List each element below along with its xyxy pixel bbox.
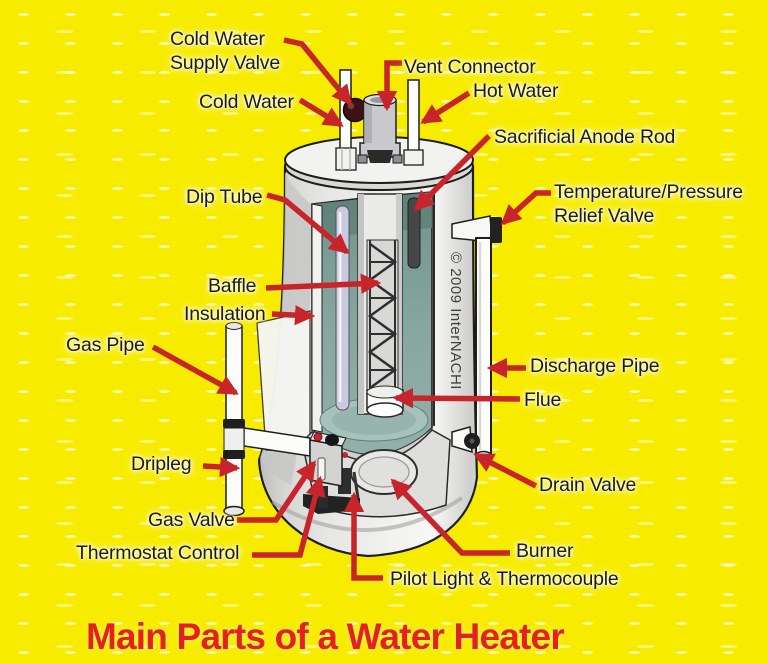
arrow-dripleg — [202, 456, 241, 478]
label-cold-water: Cold Water — [199, 91, 294, 113]
label-hot-water: Hot Water — [473, 80, 559, 102]
arrow-gas-pipe — [151, 344, 239, 396]
label-gas-valve: Gas Valve — [148, 509, 235, 531]
label-dip-tube: Dip Tube — [186, 186, 263, 208]
arrow-vent-connector — [376, 60, 402, 112]
label-burner: Burner — [516, 540, 574, 562]
label-sacrificial-anode-rod: Sacrificial Anode Rod — [494, 126, 676, 148]
arrow-pilot-light-thermocouple — [343, 491, 383, 581]
diagram-title: Main Parts of a Water Heater — [86, 616, 565, 657]
label-insulation: Insulation — [184, 303, 266, 325]
relief-valve-graphic — [451, 215, 502, 243]
gas-valve-red-button — [313, 432, 323, 442]
arrow-cold-water — [298, 97, 344, 128]
label-cold-water-supply-valve: Cold Water Supply Valve — [170, 28, 280, 74]
arrow-dip-tube — [266, 192, 350, 255]
pilot-light-dot — [342, 452, 348, 458]
arrow-drain-valve — [473, 452, 538, 489]
arrow-insulation — [271, 304, 316, 326]
label-drain-valve: Drain Valve — [539, 474, 637, 496]
arrow-flue — [392, 387, 521, 409]
gas-pipe-graphic — [223, 322, 311, 517]
arrow-gas-valve — [237, 460, 317, 523]
arrow-baffle — [265, 273, 382, 294]
gas-valve-knob — [325, 434, 339, 446]
label-gas-pipe: Gas Pipe — [66, 334, 145, 356]
hot-water-pipe — [403, 79, 424, 166]
tank-lid — [284, 136, 474, 191]
label-temperature-pressure-relief-valve: Temperature/Pressure Relief Valve — [554, 181, 743, 227]
drain-valve-graphic — [451, 426, 480, 454]
label-baffle: Baffle — [208, 275, 257, 297]
label-thermostat-control: Thermostat Control — [76, 542, 240, 564]
arrow-burner — [390, 478, 510, 556]
arrow-cold-water-supply-valve — [283, 37, 353, 106]
arrow-sacrificial-anode-rod — [413, 134, 491, 212]
label-vent-connector: Vent Connector — [404, 56, 536, 78]
label-flue: Flue — [524, 389, 562, 411]
arrow-temperature-pressure-relief-valve — [500, 190, 551, 226]
arrow-thermostat-control — [252, 475, 326, 558]
label-discharge-pipe: Discharge Pipe — [530, 355, 660, 377]
arrow-hot-water — [420, 90, 471, 125]
label-pilot-light-thermocouple: Pilot Light & Thermocouple — [390, 568, 619, 590]
label-dripleg: Dripleg — [131, 453, 192, 475]
